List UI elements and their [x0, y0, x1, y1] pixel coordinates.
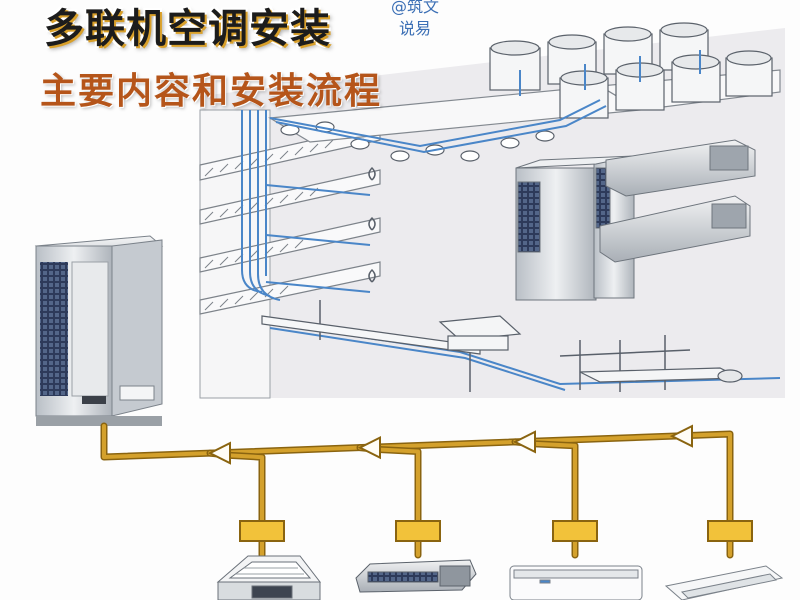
pipe-hangers: [319, 166, 691, 392]
watermark-line-2: 说易: [398, 19, 431, 38]
indoor-unit-row: [216, 555, 784, 600]
slab-hatching: [204, 139, 334, 311]
page-title: 多联机空调安装: [44, 6, 331, 52]
watermark: @筑文 说易: [388, 0, 442, 40]
lower-ducts: [261, 315, 743, 383]
roof-pipe-supports: [280, 121, 555, 162]
flow-coupler: [552, 520, 598, 542]
watermark-line-1: @筑文: [390, 0, 439, 16]
ducted-unit: [355, 559, 477, 593]
outdoor-unit: [34, 235, 164, 426]
ceiling-cassette-unit: [216, 555, 322, 600]
building-installation-diagram: [199, 22, 785, 399]
rooftop-outdoor-units: [489, 22, 773, 119]
flow-coupler: [239, 520, 285, 542]
ceiling-suspended-unit: [664, 565, 784, 600]
branch-joint-arrow: [669, 424, 693, 448]
refrigerant-distribution-network: [100, 422, 753, 559]
branch-joint-arrow: [207, 441, 231, 465]
flow-coupler: [395, 520, 441, 542]
flow-coupler: [707, 520, 753, 542]
branch-joint-arrow: [512, 430, 536, 454]
refrigerant-pipes: [241, 50, 781, 391]
page-subtitle: 主要内容和安装流程: [40, 71, 383, 112]
branch-joint-arrow: [357, 435, 381, 460]
ducted-indoor-unit-photo: [599, 139, 756, 263]
floor-slabs: [199, 124, 381, 315]
main-pipe: [102, 424, 732, 557]
wall-mounted-unit: [509, 565, 643, 600]
